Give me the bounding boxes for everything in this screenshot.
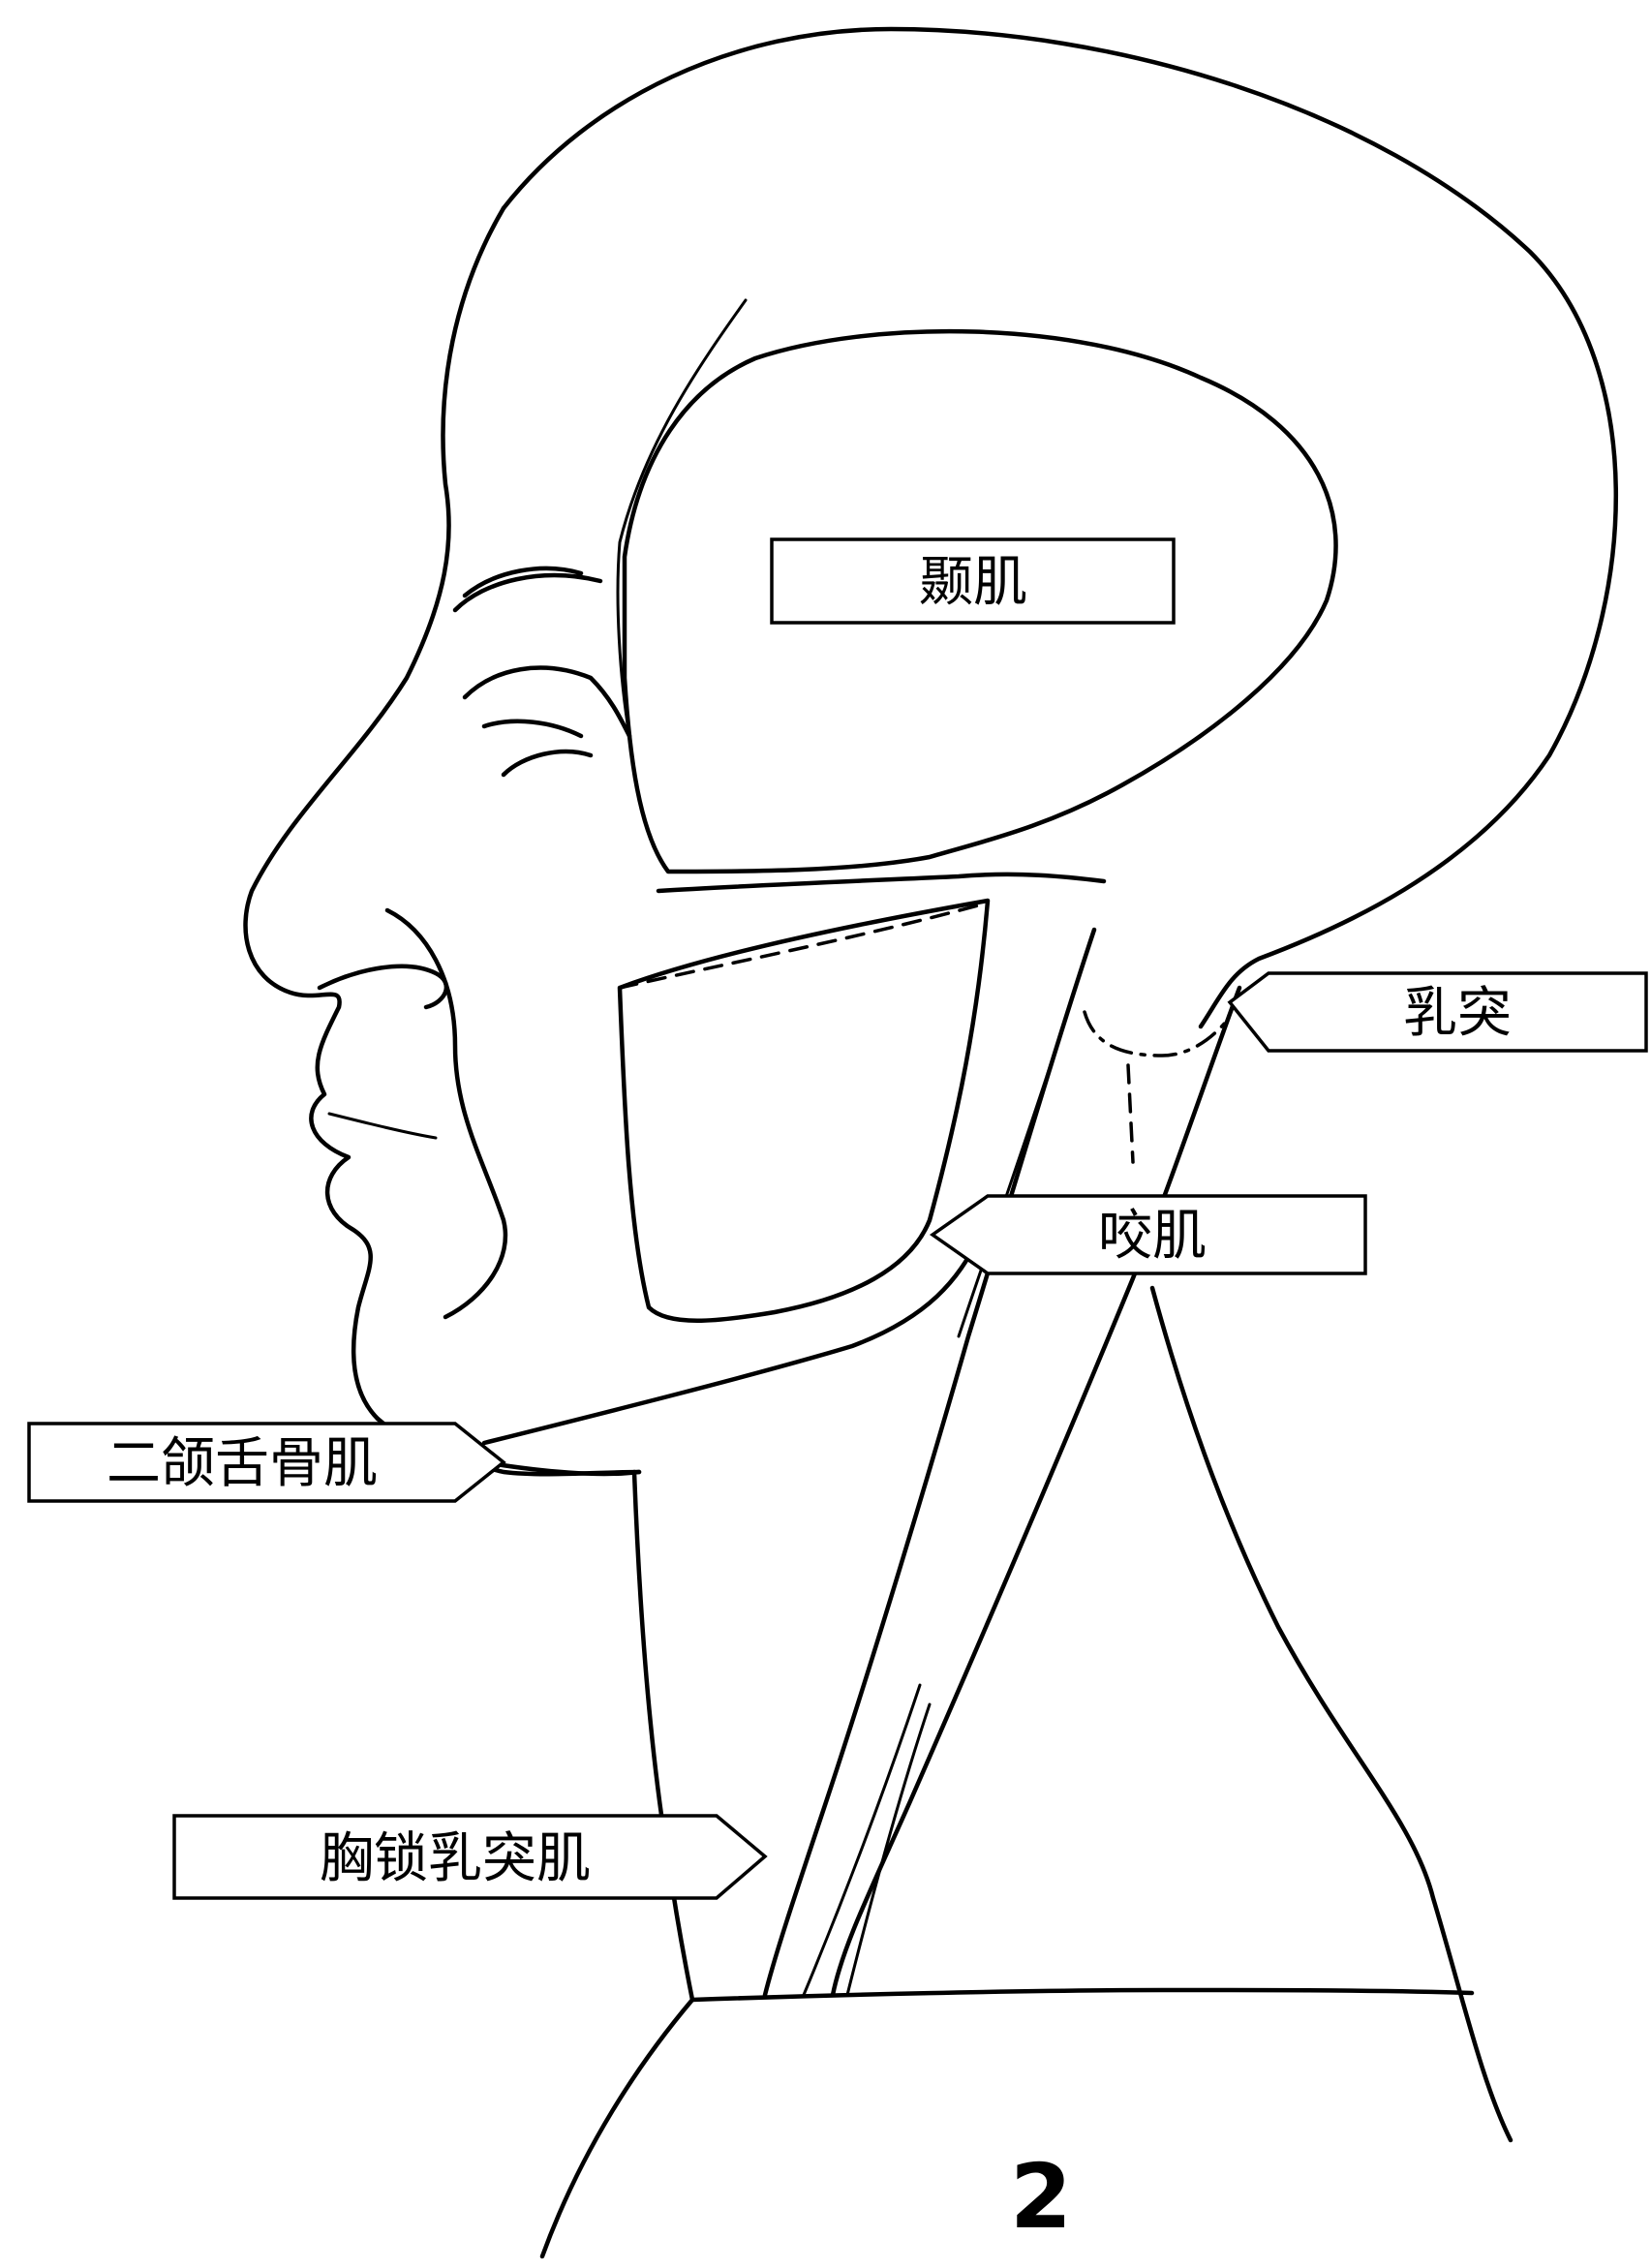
zygomatic-line	[658, 874, 1104, 891]
mouth-line	[329, 1114, 436, 1138]
cheek-line	[387, 910, 505, 1317]
neck-front-line	[634, 1472, 692, 2000]
scm-front-border	[765, 930, 1094, 1995]
digastric-label: 二颌舌骨肌	[107, 1432, 378, 1495]
temporalis-label: 颞肌	[919, 551, 1027, 614]
eyebrow	[455, 568, 600, 610]
body-left-line	[542, 2000, 692, 2256]
scm-inner-line	[804, 988, 1075, 1995]
scm-label: 胸锁乳突肌	[320, 1827, 591, 1890]
mastoid-vertical-dash	[1128, 1065, 1133, 1162]
eye	[465, 668, 629, 775]
mastoid-label: 乳突	[1403, 982, 1512, 1045]
temple-line	[618, 300, 746, 736]
mandible-line	[484, 1240, 978, 1443]
masseter-dashed-border	[620, 905, 978, 988]
figure-number: 2	[1010, 2145, 1072, 2249]
neck-back-line	[1152, 1288, 1511, 2140]
masseter-label: 咬肌	[1098, 1205, 1207, 1268]
face-profile	[245, 208, 504, 1419]
scm-back-border	[833, 988, 1239, 1995]
collar-line	[692, 1990, 1472, 2000]
masseter-outline	[620, 901, 988, 1321]
